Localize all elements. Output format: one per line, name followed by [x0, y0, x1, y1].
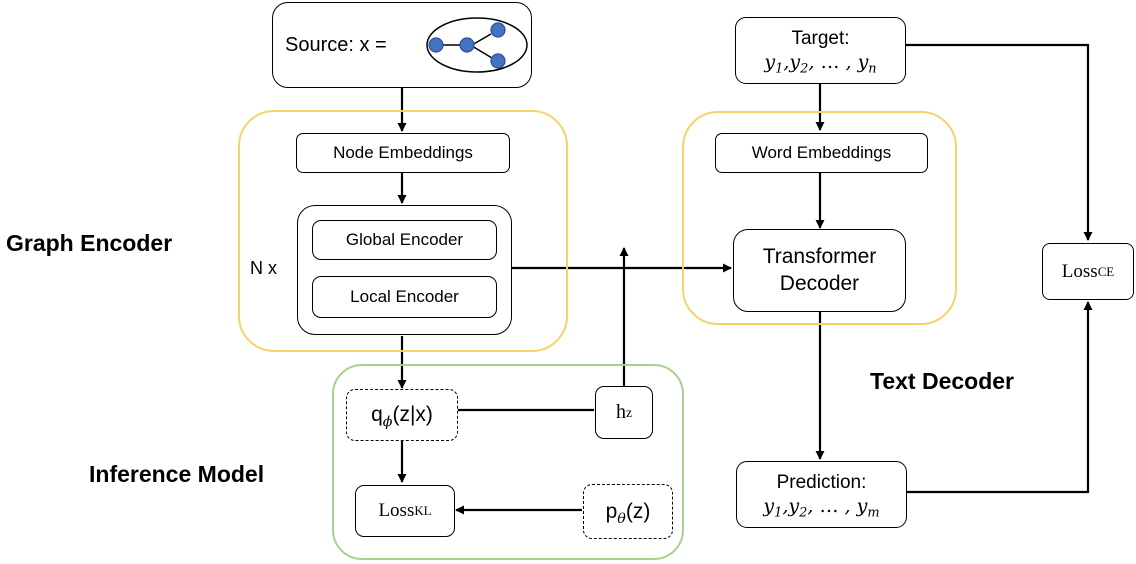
target-sequence: y1,y2, … , yn [764, 50, 877, 77]
prediction-title: Prediction: [776, 471, 867, 493]
source-label: Source: x = [285, 33, 387, 56]
transformer-decoder-box: Transformer Decoder [733, 229, 906, 312]
source-box: Source: x = [272, 2, 532, 88]
text-decoder-label: Text Decoder [870, 368, 1015, 394]
local-encoder-box: Local Encoder [312, 276, 497, 318]
node-embeddings-box: Node Embeddings [296, 133, 510, 173]
word-embeddings-box: Word Embeddings [715, 133, 928, 173]
inference-model-group [332, 364, 684, 560]
repeat-label: N x [250, 258, 277, 278]
text-decoder-group [682, 111, 957, 325]
prior-box: pθ(z) [583, 484, 673, 539]
arrow-target-to-lossce [906, 43, 1093, 241]
global-encoder-box: Global Encoder [312, 220, 497, 260]
prediction-sequence: y1,y2, … , ym [763, 494, 880, 521]
inference-model-label: Inference Model [89, 461, 265, 487]
target-title: Target: [791, 27, 850, 49]
transformer-decoder-line2: Decoder [779, 271, 860, 295]
posterior-box: qϕ(z|x) [346, 389, 458, 441]
loss-ce-base: Loss [1061, 260, 1098, 282]
source-graph-icon [426, 17, 528, 73]
prediction-box: Prediction: y1,y2, … , ym [736, 461, 907, 528]
arrow-prediction-to-lossce [906, 301, 1093, 494]
graph-encoder-label: Graph Encoder [6, 230, 173, 256]
transformer-decoder-line1: Transformer [762, 245, 877, 269]
target-box: Target: y1,y2, … , yn [735, 17, 906, 84]
graph-encoder-group [238, 110, 568, 352]
